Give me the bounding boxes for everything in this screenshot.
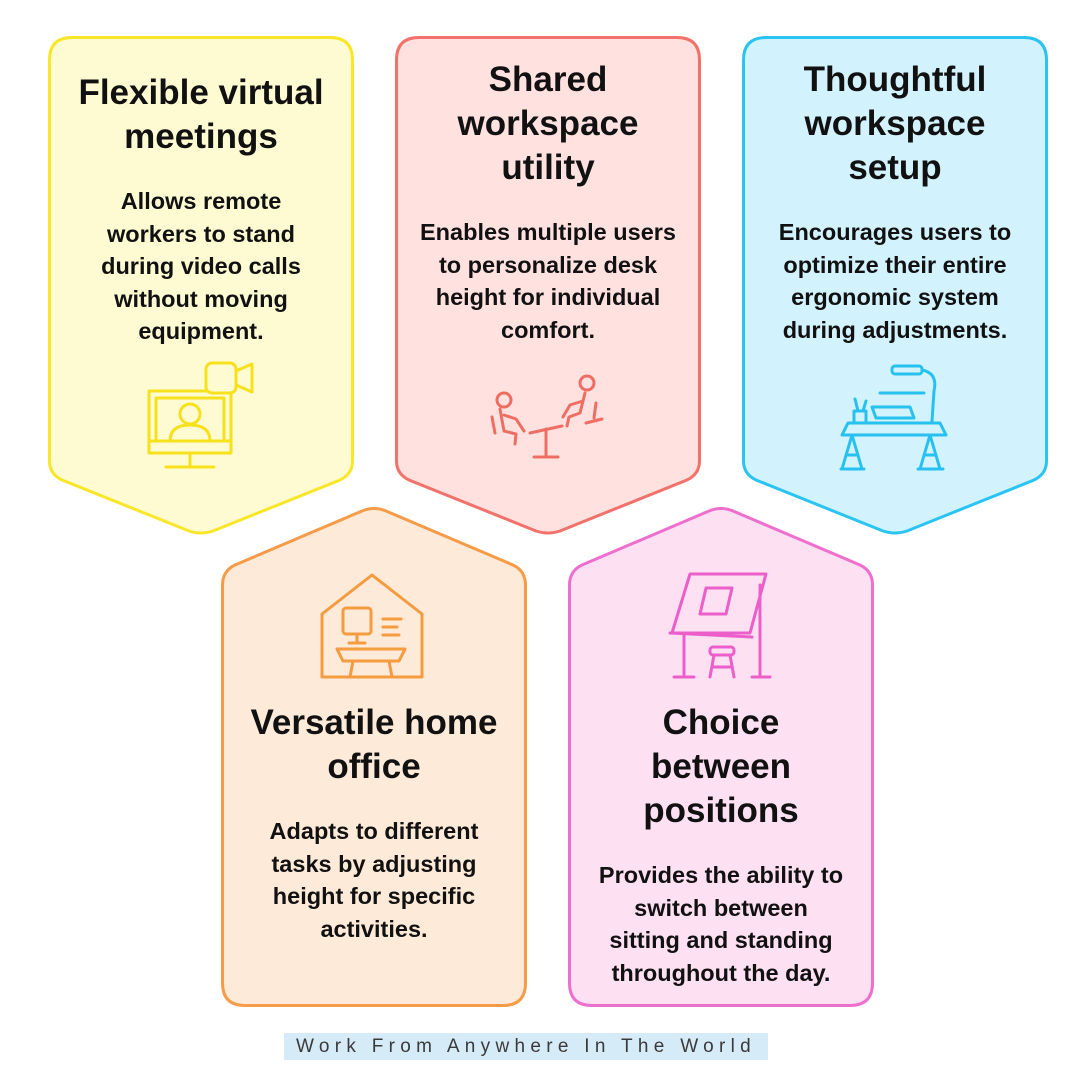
card-title: Shared workspace utility	[457, 60, 639, 187]
card-title: Versatile home office	[250, 703, 498, 786]
drafting-table-stool-icon	[668, 572, 772, 679]
card-description: Encourages users to optimize their entir…	[778, 219, 1012, 343]
footer-tagline: Work From Anywhere In The World	[284, 1033, 768, 1060]
card-versatile-home-office: Versatile home office Adapts to differen…	[221, 505, 527, 1007]
desk-lamp-setup-icon	[839, 364, 948, 471]
card-thoughtful-workspace-setup: Thoughtful workspace setup Encourages us…	[742, 36, 1048, 535]
card-shared-workspace-utility: Shared workspace utility Enables multipl…	[395, 36, 701, 535]
card-title: Choice between positions	[643, 703, 799, 830]
two-people-seesaw-icon	[490, 374, 604, 459]
card-title: Thoughtful workspace setup	[803, 60, 987, 187]
card-description: Adapts to different tasks by adjusting h…	[269, 818, 479, 942]
card-shape	[395, 36, 701, 535]
card-description: Provides the ability to switch between s…	[598, 862, 844, 986]
home-office-desk-icon	[320, 573, 424, 679]
card-shape	[221, 507, 527, 1007]
card-description: Enables multiple users to personalize de…	[420, 219, 676, 343]
card-shape	[48, 36, 354, 535]
card-description: Allows remote workers to stand during vi…	[101, 188, 301, 344]
card-shape	[742, 36, 1048, 535]
card-title: Flexible virtual meetings	[78, 73, 324, 156]
card-choice-between-positions: Choice between positions Provides the ab…	[568, 505, 874, 1007]
card-flexible-virtual-meetings: Flexible virtual meetings Allows remote …	[48, 36, 354, 535]
video-call-monitor-icon	[147, 361, 254, 469]
card-shape	[568, 507, 874, 1007]
